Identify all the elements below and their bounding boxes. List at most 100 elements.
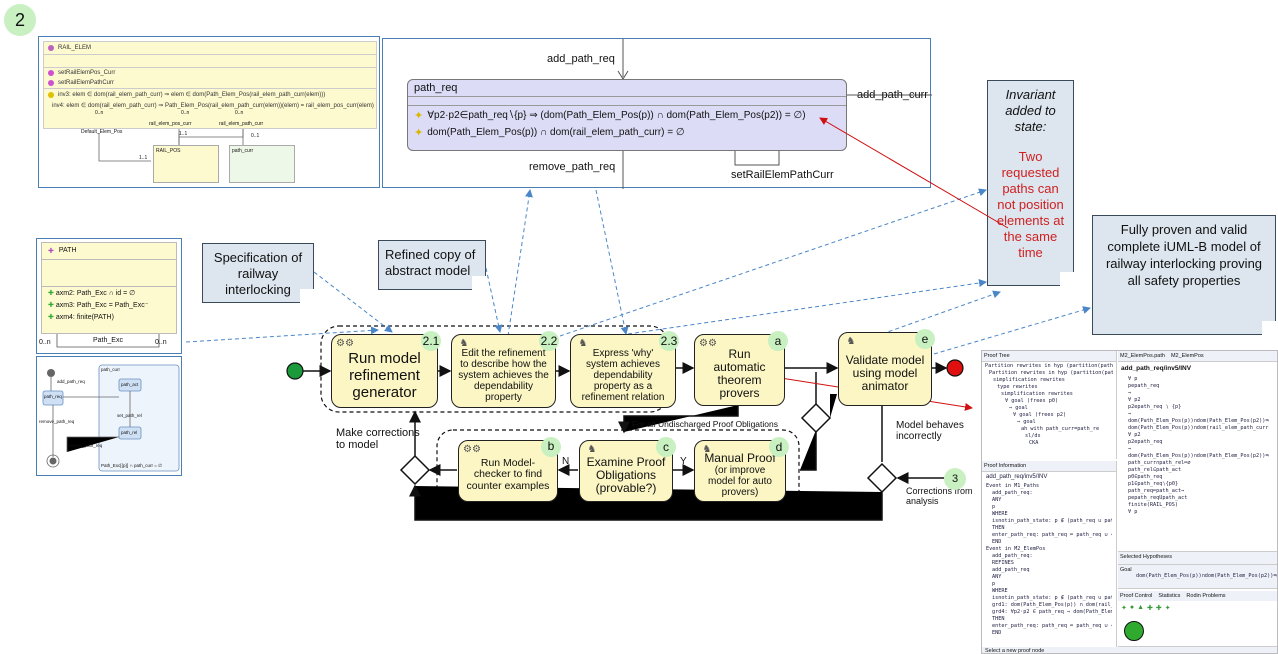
edit-refinement-step[interactable]: ♞ 2.2 Edit the refinement to describe ho…	[451, 331, 559, 408]
line-item[interactable]: ah with path_curr=path_re	[1021, 426, 1100, 432]
line-item: p1∈path_req∖{p0}	[1128, 481, 1179, 487]
class-icon: ✚	[48, 248, 54, 255]
line-item: ⇒	[1128, 411, 1132, 417]
statistics-tab[interactable]: Statistics	[1158, 593, 1181, 599]
spec-note-text: Specification of railway interlocking	[213, 250, 303, 297]
line-item: isnotin_path_state: p ∉ (path_req ∪ path…	[992, 518, 1112, 524]
line-item: dom(Path_Elem_Pos(p))∩dom(Path_Elem_Pos(…	[1128, 453, 1269, 459]
path-axiom: ✚ axm4: finite(PATH)	[42, 311, 176, 323]
person-icon: ♞	[846, 336, 856, 347]
editor-tab[interactable]: M2_ElemPos.path	[1120, 353, 1165, 359]
tool-icon[interactable]: ●	[1129, 604, 1135, 611]
person-icon: ♞	[702, 444, 712, 455]
line-item[interactable]: ∀ goal (frees p0)	[1005, 398, 1059, 404]
rail-elem-invariant: inv3: elem ∈ dom(rail_elem_path_curr) ⇒ …	[44, 89, 376, 100]
rail-pos-class: RAIL_POS	[153, 145, 219, 183]
line-item: add_path_req:	[992, 553, 1033, 559]
proof-tree-list[interactable]: Partition rewrites in hyp (partition(pat…	[982, 362, 1116, 448]
path-curr-label: path_curr	[232, 148, 254, 154]
invariant-label: inv3: elem ∈ dom(rail_elem_path_curr) ⇒ …	[58, 92, 326, 98]
line-item[interactable]: ⇒ goal	[1017, 419, 1036, 425]
examine-proof-obligations-step[interactable]: ♞ c Examine Proof Obligations (provable?…	[579, 437, 676, 502]
proof-control-toolbar[interactable]: ✦●▲✚✚✦	[1118, 601, 1277, 615]
step-number: c	[656, 437, 676, 457]
tool-icon[interactable]: ✚	[1155, 605, 1162, 612]
proof-tree-tab[interactable]: Proof Tree	[982, 351, 1116, 362]
model-behaves-label: Model behaves incorrectly	[896, 420, 964, 442]
refined-note-text: Refined copy of abstract model	[385, 247, 476, 278]
run-theorem-provers-step[interactable]: ⚙⚙ a Run automatic theorem provers	[694, 331, 788, 406]
selected-hypotheses-header: Selected Hypotheses	[1118, 551, 1277, 565]
proof-information-view: Proof Information add_path_req/inv5/INV …	[982, 461, 1117, 647]
line-item: ∀ p	[1128, 509, 1138, 515]
assoc-label: rail_elem_pos_curr	[149, 121, 192, 127]
line-item[interactable]: simplification rewrites	[1001, 391, 1073, 397]
tool-icon[interactable]: ✦	[1164, 605, 1171, 612]
line-item: ANY	[992, 497, 1002, 503]
tool-icon[interactable]: ✦	[1121, 605, 1127, 612]
step-text: Validate model using model animator	[845, 352, 925, 393]
line-item[interactable]: simplification rewrites	[993, 377, 1065, 383]
axiom-icon: ✚	[48, 302, 56, 309]
step-text: Express 'why' system achieves dependabil…	[581, 347, 665, 403]
proof-info-tab[interactable]: Proof Information	[982, 461, 1116, 472]
tool-icon[interactable]: ▲	[1137, 604, 1145, 611]
line-item[interactable]: CKA	[1029, 440, 1039, 446]
express-why-step[interactable]: ♞ 2.3 Express 'why' system achieves depe…	[570, 331, 679, 408]
rodin-problems-tab[interactable]: Rodin Problems	[1186, 593, 1226, 599]
goal-view: Goal dom(Path_Elem_Pos(p))∩dom(Path_Elem…	[1118, 565, 1277, 589]
line-item: enter_path_req: path_req ≔ path_req ∪ {p…	[992, 623, 1112, 629]
editor-tab[interactable]: M2_ElemPos	[1170, 353, 1204, 359]
step-number: 2.2	[539, 331, 559, 351]
line-item[interactable]: type rewrites	[997, 384, 1038, 390]
manual-proof-step[interactable]: ♞ d Manual Proof (or improve model for a…	[694, 437, 789, 502]
step-badge-label: 2	[14, 9, 25, 30]
axiom-text: axm4: finite(PATH)	[55, 314, 114, 321]
step-text: Edit the refinement to describe how the …	[458, 347, 549, 403]
po-name: add_path_req/inv5/INV	[1121, 365, 1192, 372]
path-class-header: ✚ PATH	[42, 243, 176, 260]
path-mult-right: 0..n	[155, 339, 167, 346]
line-item[interactable]: ∀ goal (frees p2)	[1013, 412, 1067, 418]
line-item[interactable]: ⇒ goal	[1009, 405, 1028, 411]
line-item: add_path_req:	[992, 490, 1033, 496]
line-item: ⇒	[1128, 446, 1132, 452]
path-req-invariant-1: ✦∀p2·p2∈path_req∖{p} ⇒ (dom(Path_Elem_Po…	[408, 106, 846, 125]
sm-label: path_rel	[121, 430, 138, 435]
path-axiom: ✚ axm3: Path_Exc = Path_Exc⁻	[42, 299, 176, 311]
step-number: a	[768, 331, 788, 351]
step-badge-label: 3	[951, 473, 959, 485]
sm-label: add_path_req	[57, 379, 85, 384]
line-item: ANY	[992, 574, 1002, 580]
tool-icon[interactable]: ✚	[1147, 605, 1153, 612]
line-item[interactable]: sl/ds	[1025, 433, 1041, 439]
method-label: setRailElemPos_Curr	[58, 70, 116, 76]
line-item[interactable]: Partition rewrites in hyp (partition(pat…	[989, 370, 1113, 376]
state-machine-diagram	[42, 364, 180, 472]
axiom-icon: ✚	[48, 314, 56, 321]
rail-elem-invariant: inv4: elem ∈ dom(rail_elem_path_curr) ⇒ …	[44, 100, 376, 111]
line-item: pepath_req	[1128, 383, 1160, 389]
axiom-text: axm2: Path_Exc ∩ id = ∅	[55, 290, 136, 297]
path-class-name: PATH	[58, 247, 77, 254]
mult-label: 0..n	[235, 110, 244, 116]
line-item: path_rel⊆path_act	[1128, 467, 1182, 473]
add-path-req-label: add_path_req	[547, 53, 615, 65]
prover-status-icon[interactable]	[1124, 621, 1144, 641]
run-refinement-generator-step[interactable]: ⚙⚙ 2.1 Run model refinement generator	[331, 331, 441, 408]
step-text: Run model refinement generator	[348, 349, 421, 401]
validate-model-step[interactable]: ♞ e Validate model using model animator	[838, 329, 935, 406]
step-badge-3: 3	[944, 468, 966, 490]
line-item: THEN	[992, 616, 1005, 622]
spec-note: Specification of railway interlocking	[202, 243, 314, 303]
path-req-state: path_req ✦∀p2·p2∈path_req∖{p} ⇒ (dom(Pat…	[407, 79, 847, 151]
step-number: e	[915, 329, 935, 349]
status-bar: Select a new proof node	[982, 647, 1277, 653]
line-item: p2epath_req ∖ {p}	[1128, 404, 1182, 410]
line-item[interactable]: Partition rewrites in hyp (partition(pat…	[985, 363, 1113, 369]
goal-tab[interactable]: Goal	[1120, 567, 1132, 573]
sm-label: remove_path_req	[39, 419, 75, 424]
run-model-checker-step[interactable]: ⚙⚙ b Run Model-checker to find counter e…	[458, 437, 561, 502]
proof-control-tab[interactable]: Proof Control	[1120, 593, 1153, 599]
